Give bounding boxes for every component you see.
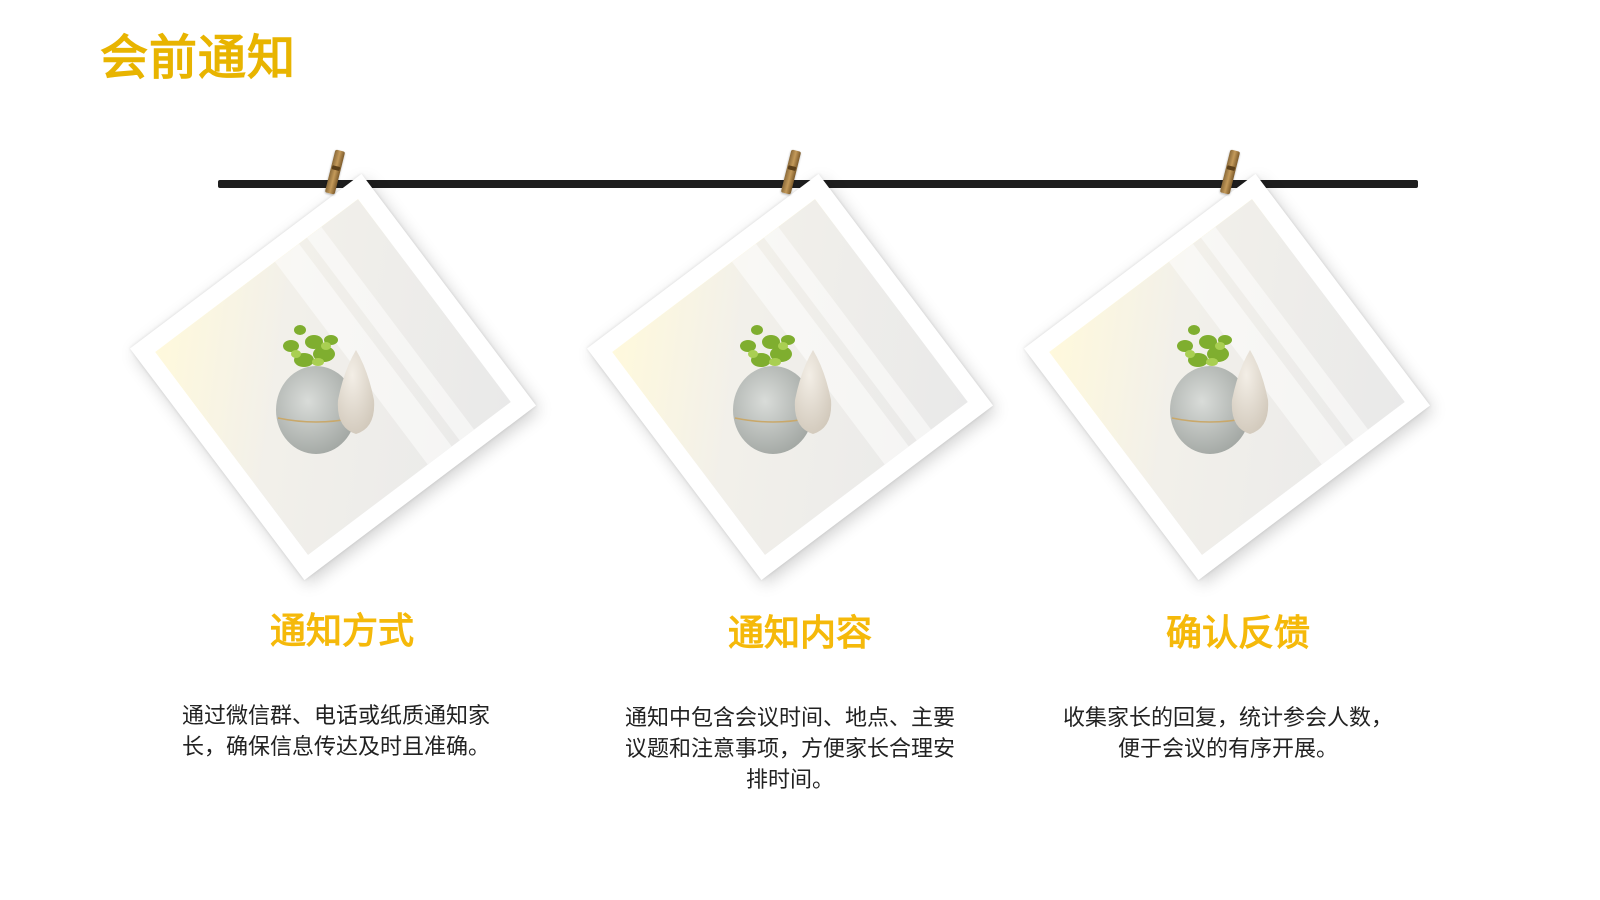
- vase-photo: [612, 199, 968, 555]
- card-description-1: 通过微信群、电话或纸质通知家长，确保信息传达及时且准确。: [181, 704, 490, 760]
- vase-photo: [1049, 199, 1405, 555]
- card-title-2: 通知内容: [727, 613, 872, 654]
- card-description-3: 收集家长的回复，统计参会人数，便于会议的有序开展。: [1062, 706, 1393, 762]
- photo-card-3: [1023, 173, 1431, 581]
- photo-frame: [129, 173, 537, 581]
- photo-frame: [1023, 173, 1431, 581]
- card-title-1: 通知方式: [269, 611, 414, 652]
- card-title-3: 确认反馈: [1165, 613, 1310, 654]
- vase-photo: [155, 199, 511, 555]
- page-title: 会前通知: [100, 30, 297, 86]
- photo-card-1: [129, 173, 537, 581]
- photo-frame: [586, 173, 994, 581]
- card-description-2: 通知中包含会议时间、地点、主要议题和注意事项，方便家长合理安排时间。: [624, 706, 955, 793]
- photo-card-2: [586, 173, 994, 581]
